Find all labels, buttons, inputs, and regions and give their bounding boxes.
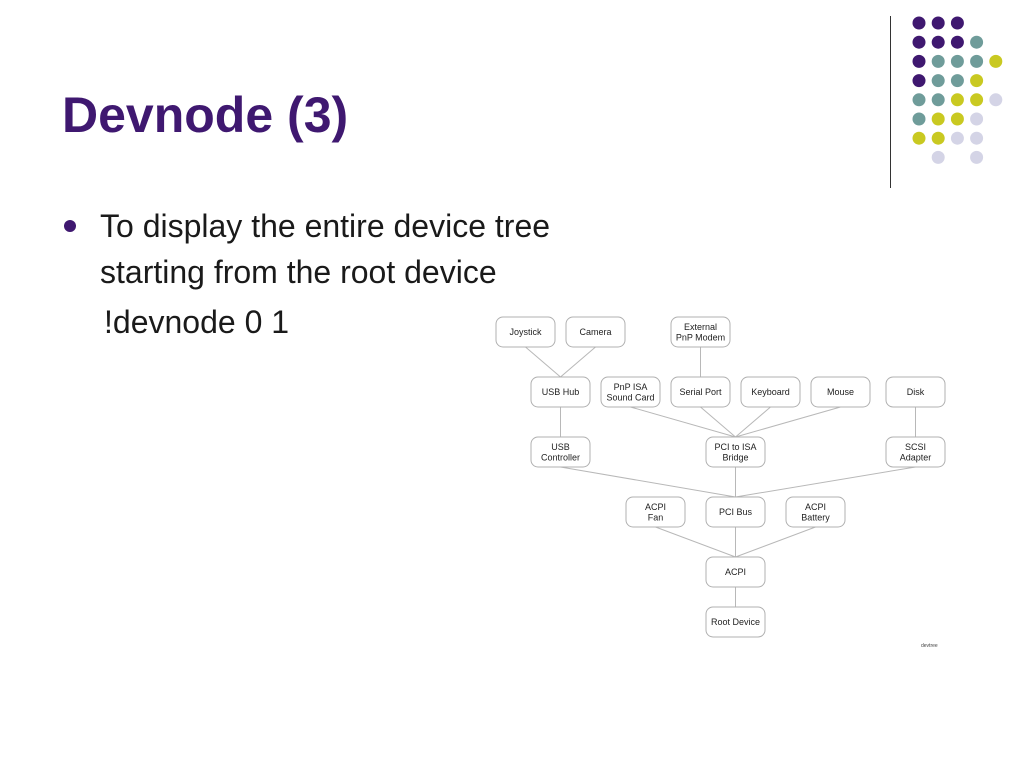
node-box xyxy=(565,316,626,348)
edge-pnp-isa-sound-to-pci-isa-bridge xyxy=(630,406,736,438)
node-label: SCSI xyxy=(905,442,926,452)
diagram-edges xyxy=(525,346,916,607)
node-box xyxy=(530,376,591,408)
node-label: PnP ISA xyxy=(614,382,648,392)
node-box xyxy=(885,436,946,468)
node-box xyxy=(705,606,766,638)
node-box xyxy=(625,496,686,528)
node-label: Controller xyxy=(541,452,580,462)
node-box xyxy=(705,496,766,528)
edge-scsi-adapter-to-pci-bus xyxy=(735,466,916,498)
node-label: Root Device xyxy=(711,617,760,627)
node-box xyxy=(810,376,871,408)
slide-title: Devnode (3) xyxy=(62,87,349,143)
node-joystick: Joystick xyxy=(495,316,556,348)
node-label: ACPI xyxy=(725,567,746,577)
node-label: Serial Port xyxy=(679,387,722,397)
edge-joystick-to-usb-hub xyxy=(525,346,561,378)
edge-camera-to-usb-hub xyxy=(560,346,596,378)
node-label: Disk xyxy=(907,387,925,397)
node-label: Camera xyxy=(579,327,611,337)
node-label: ACPI xyxy=(645,502,666,512)
bullet-text: To display the entire device tree starti… xyxy=(100,208,551,290)
edge-mouse-to-pci-isa-bridge xyxy=(735,406,841,438)
edge-acpi-battery-to-acpi xyxy=(735,526,816,558)
node-label: ACPI xyxy=(805,502,826,512)
command-text: !devnode 0 1 xyxy=(104,304,290,340)
node-label: USB Hub xyxy=(542,387,580,397)
node-disk: Disk xyxy=(885,376,946,408)
node-label: Bridge xyxy=(722,452,748,462)
node-label: PnP Modem xyxy=(676,332,725,342)
node-acpi: ACPI xyxy=(705,556,766,588)
node-box xyxy=(705,556,766,588)
node-box xyxy=(885,376,946,408)
node-label: Keyboard xyxy=(751,387,790,397)
node-box xyxy=(495,316,556,348)
bullet-icon xyxy=(64,220,76,232)
node-keyboard: Keyboard xyxy=(740,376,801,408)
node-label: Battery xyxy=(801,512,830,522)
node-serial-port: Serial Port xyxy=(670,376,731,408)
edge-keyboard-to-pci-isa-bridge xyxy=(735,406,771,438)
node-box xyxy=(600,376,661,408)
node-label: Sound Card xyxy=(606,392,654,402)
node-label: USB xyxy=(551,442,570,452)
node-usb-hub: USB Hub xyxy=(530,376,591,408)
node-box xyxy=(670,376,731,408)
edge-serial-port-to-pci-isa-bridge xyxy=(700,406,736,438)
node-label: Adapter xyxy=(900,452,932,462)
node-box xyxy=(785,496,846,528)
node-label: Fan xyxy=(648,512,664,522)
node-box xyxy=(530,436,591,468)
diagram-caption: devtree xyxy=(921,643,938,649)
node-box xyxy=(740,376,801,408)
node-label: External xyxy=(684,322,717,332)
edge-usb-controller-to-pci-bus xyxy=(560,466,736,498)
node-mouse: Mouse xyxy=(810,376,871,408)
decorative-divider xyxy=(890,16,891,188)
node-box xyxy=(705,436,766,468)
node-label: Mouse xyxy=(827,387,854,397)
node-pci-bus: PCI Bus xyxy=(705,496,766,528)
node-label: Joystick xyxy=(509,327,542,337)
node-label: PCI to ISA xyxy=(714,442,756,452)
edge-acpi-fan-to-acpi xyxy=(655,526,736,558)
node-camera: Camera xyxy=(565,316,626,348)
node-root-device: Root Device xyxy=(705,606,766,638)
node-box xyxy=(670,316,731,348)
node-label: PCI Bus xyxy=(719,507,753,517)
